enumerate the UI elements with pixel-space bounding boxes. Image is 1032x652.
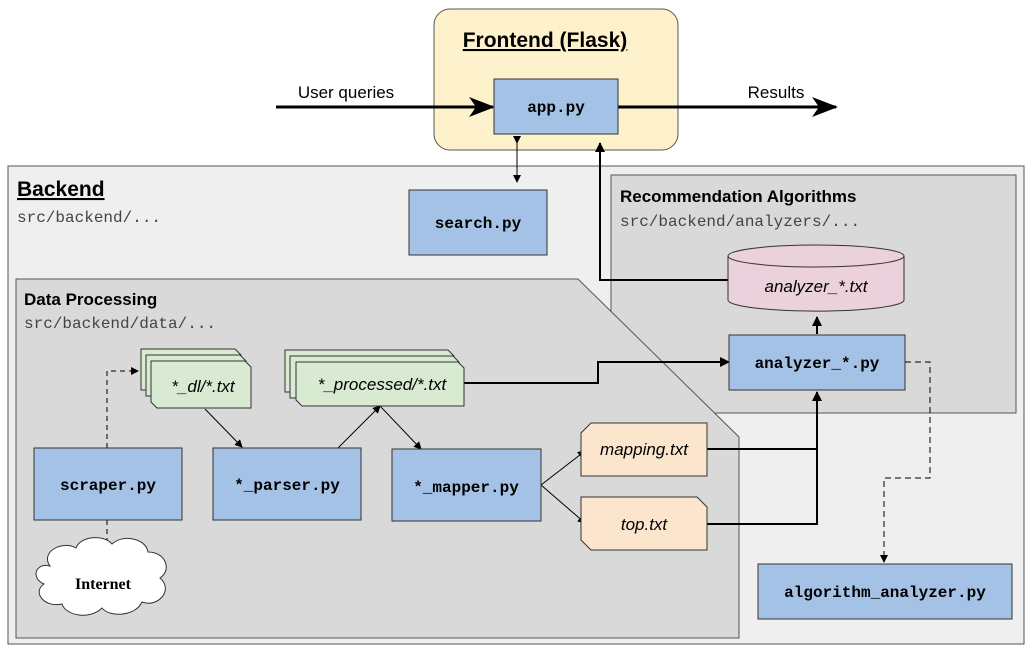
connectors: [106, 97, 931, 563]
top-to-analyzer-line: [707, 449, 818, 525]
app-node[interactable]: app.py: [493, 78, 619, 135]
analyzer-txt-database[interactable]: analyzer_*.txt: [727, 244, 905, 312]
search-label: search.py: [435, 215, 522, 233]
recommendation-title: Recommendation Algorithms: [620, 187, 856, 206]
scraper-node[interactable]: scraper.py: [33, 447, 183, 521]
parser-label: *_parser.py: [234, 477, 340, 495]
mapper-to-top-arrow: [540, 484, 586, 524]
mapping-file[interactable]: mapping.txt: [580, 422, 708, 477]
analyzer-txt-label: analyzer_*.txt: [765, 277, 869, 296]
analyzer-to-algorithm-analyzer-arrow: [880, 361, 931, 563]
parser-node[interactable]: *_parser.py: [212, 447, 362, 521]
parser-to-processed-arrow: [337, 405, 381, 449]
algorithm-analyzer-node[interactable]: algorithm_analyzer.py: [757, 563, 1013, 620]
processed-files-label: *_processed/*.txt: [318, 375, 448, 394]
mapper-node[interactable]: *_mapper.py: [391, 448, 542, 522]
mapper-to-mapping-arrow: [540, 450, 586, 486]
search-node[interactable]: search.py: [408, 189, 548, 256]
top-file[interactable]: top.txt: [580, 496, 708, 551]
analyzer-txt-to-app-arrow: [595, 142, 728, 281]
internet-cloud-icon: Internet: [35, 537, 167, 616]
frontend-title: Frontend (Flask): [463, 29, 628, 52]
mapping-label: mapping.txt: [600, 440, 689, 459]
internet-label: Internet: [75, 576, 132, 593]
analyzer-py-node[interactable]: analyzer_*.py: [728, 334, 906, 391]
data-processing-title: Data Processing: [24, 290, 157, 309]
backend-path: src/backend/...: [17, 209, 161, 227]
processed-to-analyzer-arrow: [464, 357, 730, 384]
recommendation-path: src/backend/analyzers/...: [620, 213, 860, 231]
results-label: Results: [748, 83, 805, 102]
user-queries-label: User queries: [298, 83, 394, 102]
scraper-label: scraper.py: [60, 477, 156, 495]
processed-files-stack[interactable]: *_processed/*.txt: [284, 349, 465, 407]
analyzer-py-label: analyzer_*.py: [755, 355, 880, 373]
dl-files-stack[interactable]: *_dl/*.txt: [140, 348, 252, 409]
app-label: app.py: [527, 99, 585, 117]
mapper-label: *_mapper.py: [413, 479, 519, 497]
scraper-to-dl-arrow: [106, 367, 139, 448]
top-label: top.txt: [621, 515, 669, 534]
algorithm-analyzer-label: algorithm_analyzer.py: [784, 584, 986, 602]
dl-files-label: *_dl/*.txt: [171, 377, 236, 396]
data-processing-path: src/backend/data/...: [24, 315, 216, 333]
processed-to-mapper-arrow: [379, 405, 422, 450]
backend-title: Backend: [17, 178, 105, 201]
dl-to-parser-arrow: [204, 408, 243, 448]
